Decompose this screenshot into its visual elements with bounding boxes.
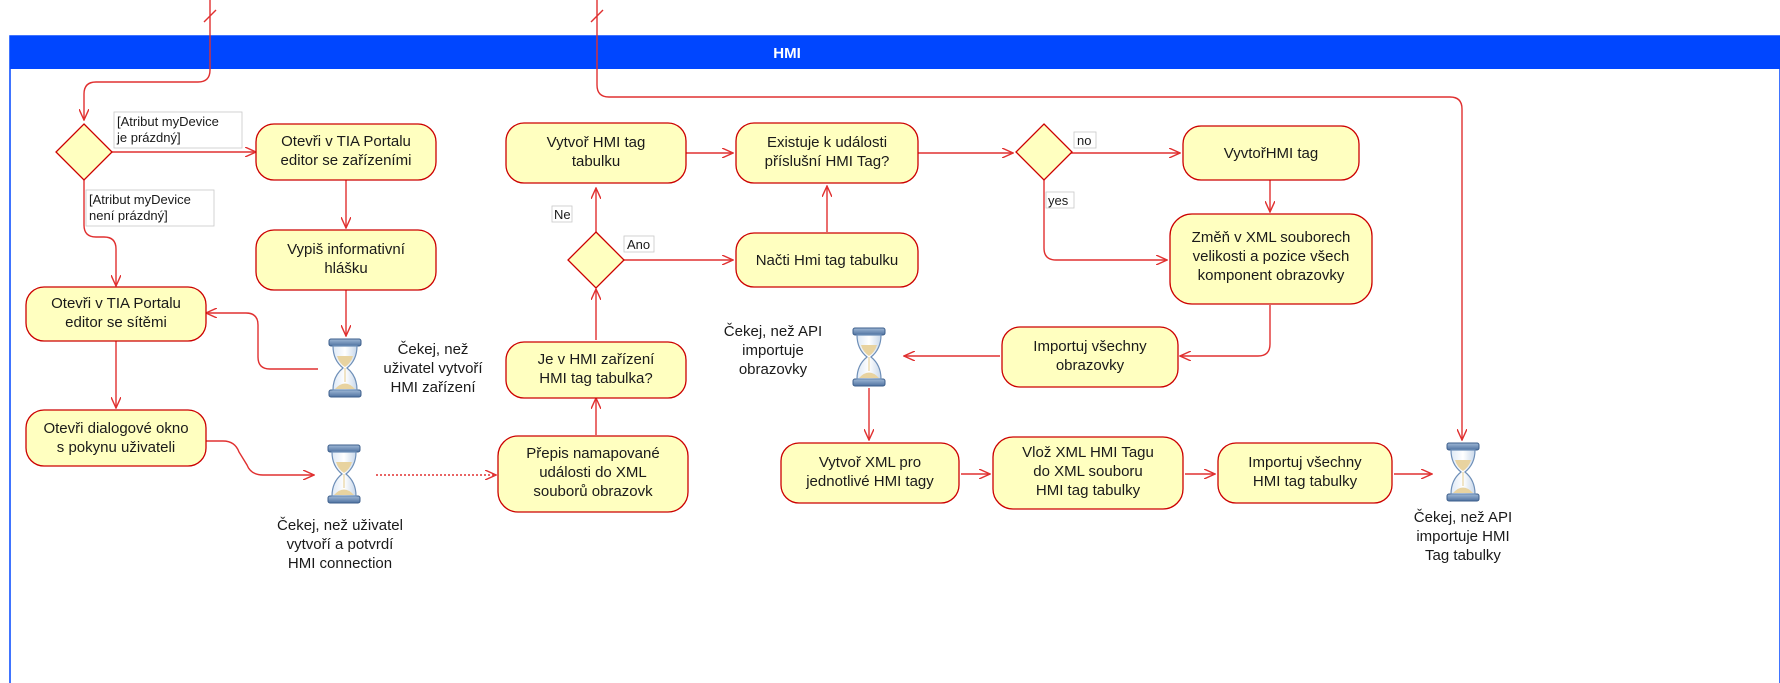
guard-ano-box [623,235,655,253]
edge-incoming-right [596,0,1462,440]
guard-not-empty-box [85,189,215,227]
edge-decision-to-network-editor [83,180,116,286]
edge-incoming-left-tick [203,9,217,23]
svg-text:VyvtořHMI tag: VyvtořHMI tag [1224,145,1318,162]
guard-no-box [1073,131,1097,149]
pool-header [10,36,1780,69]
action-load-table: Načti Hmi tag tabulku [735,232,919,288]
guard-empty-box [113,111,243,149]
decision-table-exists [567,231,625,289]
guard-ne-box [551,205,573,223]
edge-wait-device-to-network-editor [206,313,318,370]
decision-tag-exists [1015,123,1073,181]
guard-yes-box [1045,191,1075,209]
edge-incoming-left [84,0,211,120]
guard-yes: yes [1048,193,1069,208]
action-create-tag: VyvtořHMI tag [1182,125,1360,181]
guard-no: no [1077,133,1091,148]
edge-decision-yes-to-change-xml [1043,180,1167,260]
guard-ne: Ne [554,207,571,222]
svg-text:Načti Hmi tag tabulku: Načti Hmi tag tabulku [756,252,899,269]
edge-change-xml-to-import-screens [1180,305,1271,356]
edge-incoming-right-tick [590,9,604,23]
pool-title: HMI [773,45,801,62]
decisions [55,123,1073,289]
decision-mydevice [55,123,113,181]
guard-ano: Ano [627,237,650,252]
edge-dialog-to-wait-conn [206,440,314,475]
edges [84,0,1462,475]
